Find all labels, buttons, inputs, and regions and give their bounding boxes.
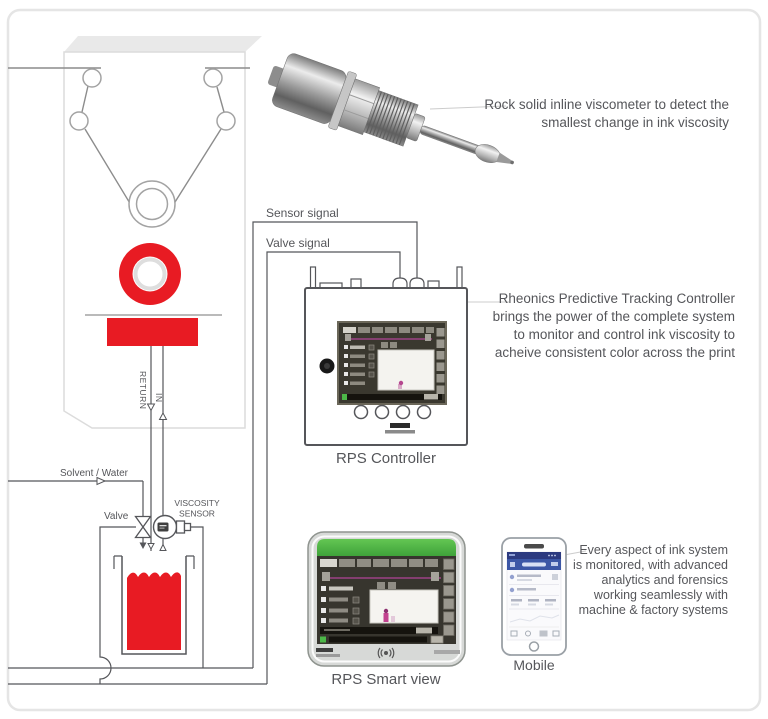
press-top-face	[64, 36, 262, 52]
ink-tank	[113, 555, 195, 655]
page-frame	[6, 8, 762, 712]
solvent-arrow	[96, 476, 107, 486]
valve-label: Valve	[104, 511, 129, 522]
return-pipe-label: RETURN	[138, 371, 148, 409]
solvent-line	[8, 480, 144, 517]
controller-top-connectors	[309, 266, 463, 289]
controller-caption-line: brings the power of the complete system	[492, 309, 735, 324]
mobile-caption-line: is monitored, with advanced	[573, 558, 728, 572]
phone-toolbar-icons[interactable]	[510, 630, 560, 637]
mobile-caption-line: Every aspect of ink system	[579, 543, 728, 557]
valve-inlet-arrow	[139, 542, 147, 549]
ink-fill	[127, 572, 181, 650]
viscosity-sensor-icon	[152, 514, 192, 540]
valve-icon	[134, 515, 152, 539]
viscometer-photo	[268, 53, 514, 165]
tablet-green-bar	[317, 539, 456, 556]
valve-control-wire	[99, 526, 136, 684]
viscometer-leader	[429, 105, 507, 110]
sensor-plug-wire	[190, 526, 204, 668]
in-arrow	[158, 411, 168, 420]
controller-caption-line: Rheonics Predictive Tracking Controller	[498, 291, 735, 306]
press-body	[63, 51, 246, 429]
valve-signal-label: Valve signal	[266, 236, 330, 250]
tank-walls	[121, 556, 187, 655]
rps-controller-label: RPS Controller	[335, 450, 437, 467]
smart-view-tablet	[307, 531, 466, 667]
mobile-caption-line: machine & factory systems	[578, 603, 728, 617]
tablet-screen[interactable]	[317, 556, 456, 644]
viscosity-sensor-label-line2: SENSOR	[179, 509, 215, 519]
home-button-icon[interactable]	[528, 641, 540, 652]
rps-smart-view-label: RPS Smart view	[331, 671, 441, 688]
roller-icons	[69, 68, 236, 228]
return-arrow	[146, 403, 156, 412]
controller-brand-subtext	[385, 430, 415, 434]
tank-return-arrow	[147, 543, 155, 551]
in-pipe-label: IN	[154, 393, 164, 403]
speaker-icon	[377, 647, 395, 659]
tank-rim	[113, 555, 195, 569]
mobile-label: Mobile	[513, 657, 555, 673]
viscometer-caption-line: Rock solid inline viscometer to detect t…	[484, 97, 729, 112]
sensor-signal-label: Sensor signal	[266, 206, 339, 220]
phone-speaker-slot	[524, 544, 544, 549]
tank-in-arrow	[159, 543, 167, 551]
controller-brand-logo	[390, 423, 410, 428]
signal-wires	[8, 221, 418, 685]
mobile-phone	[501, 537, 567, 656]
controller-caption: Rheonics Predictive Tracking Controller …	[445, 290, 735, 362]
sensor-signal-line	[8, 221, 418, 669]
thread-ridges	[365, 91, 415, 146]
rps-controller-device	[304, 266, 468, 446]
controller-caption-line: to monitor and control ink viscosity to	[513, 327, 735, 342]
tablet-logo-subtext	[316, 654, 340, 657]
viscometer-caption: Rock solid inline viscometer to detect t…	[449, 96, 729, 132]
phone-screen[interactable]	[506, 551, 562, 641]
viscometer-caption-line: smallest change in ink viscosity	[541, 115, 729, 130]
mobile-caption: Every aspect of ink system is monitored,…	[518, 543, 728, 618]
controller-screen[interactable]	[337, 321, 447, 405]
solvent-water-label: Solvent / Water	[60, 468, 129, 479]
press-unit	[8, 36, 262, 429]
flow-arrows	[96, 403, 168, 551]
mobile-caption-line: analytics and forensics	[601, 573, 728, 587]
leader-lines	[429, 105, 587, 556]
fountain-roller	[119, 243, 181, 305]
mobile-caption-line: working seamlessly with	[593, 588, 728, 602]
viscosity-sensor-label-line1: VISCOSITY	[174, 498, 220, 508]
tablet-logo	[316, 648, 333, 652]
controller-caption-line: acheive consistent color across the prin…	[494, 345, 735, 360]
controller-buttons[interactable]	[353, 404, 432, 420]
ink-tray	[107, 318, 198, 346]
tablet-wordmark	[434, 650, 460, 654]
valve-signal-line	[8, 251, 401, 685]
web-line	[8, 67, 250, 211]
mobile-leader	[563, 550, 587, 556]
